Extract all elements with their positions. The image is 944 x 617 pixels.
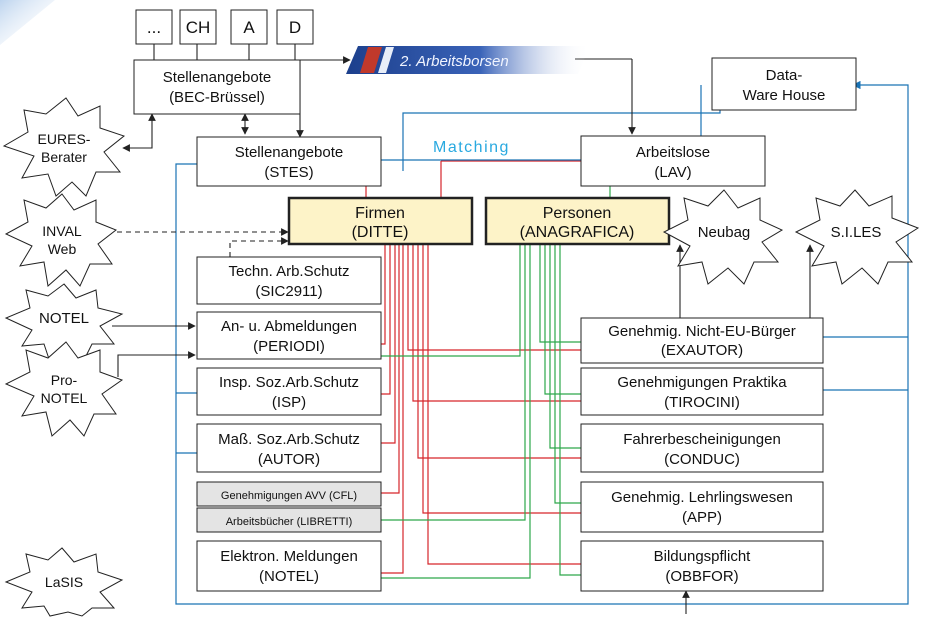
box-dots xyxy=(135,9,173,45)
app-line1: Genehmig. Lehrlingswesen xyxy=(611,489,793,506)
tirocini-line1: Genehmigungen Praktika xyxy=(617,374,787,391)
exautor-line2: (EXAUTOR) xyxy=(661,342,743,359)
sic-line1: Techn. Arb.Schutz xyxy=(229,263,350,280)
inval-star: INVAL Web xyxy=(4,193,117,287)
notel-line1: Elektron. Meldungen xyxy=(220,548,358,565)
anag-line1: Personen xyxy=(543,205,612,222)
exautor-line1: Genehmig. Nicht-EU-Bürger xyxy=(608,323,796,340)
lav-line2: (LAV) xyxy=(654,164,691,181)
label-a: A xyxy=(243,18,255,37)
app-box: Genehmig. Lehrlingswesen (APP) xyxy=(580,481,824,533)
libretti-label: Arbeitsbücher (LIBRETTI) xyxy=(226,516,353,528)
siles-star: S.I.LES xyxy=(794,189,920,285)
app-line2: (APP) xyxy=(682,509,722,526)
ditte-line1: Firmen xyxy=(355,205,405,222)
dwh-line2: Ware House xyxy=(743,87,826,104)
periodi-line1: An- u. Abmeldungen xyxy=(221,318,357,335)
box-d xyxy=(276,9,314,45)
bec-line2: (BEC-Brüssel) xyxy=(169,89,265,106)
matching-label: Matching xyxy=(433,139,510,156)
dwh-line1: Data- xyxy=(766,67,803,84)
firmen-ditte-box: Firmen (DITTE) xyxy=(287,196,474,246)
eures-line1: EURES- xyxy=(38,131,91,147)
anag-line2: (ANAGRAFICA) xyxy=(520,224,635,241)
corner-decoration xyxy=(0,0,55,45)
siles-label: S.I.LES xyxy=(831,224,882,241)
isp-line2: (ISP) xyxy=(272,394,306,411)
sic-line2: (SIC2911) xyxy=(255,283,322,300)
conduc-line2: (CONDUC) xyxy=(664,451,740,468)
tirocini-box: Genehmigungen Praktika (TIROCINI) xyxy=(580,367,824,416)
notel-box: Elektron. Meldungen (NOTEL) xyxy=(196,540,382,592)
autor-line2: (AUTOR) xyxy=(258,451,320,468)
anagrafica-links xyxy=(381,186,611,579)
cfl-label: Genehmigungen AVV (CFL) xyxy=(221,490,357,502)
obbfor-line1: Bildungspflicht xyxy=(654,548,752,565)
techn-arbschutz-box: Techn. Arb.Schutz (SIC2911) xyxy=(196,256,382,305)
stes-line2: (STES) xyxy=(264,164,313,181)
arbeitslose-lav-box: Arbeitslose (LAV) xyxy=(580,135,766,187)
eures-star: EURES- Berater xyxy=(2,97,126,197)
isp-line1: Insp. Soz.Arb.Schutz xyxy=(219,374,359,391)
stellenangebote-bec-box: Stellenangebote (BEC-Brüssel) xyxy=(133,59,301,115)
neubag-label: Neubag xyxy=(698,224,751,241)
lasis-star: LaSIS xyxy=(4,547,124,617)
eures-line2: Berater xyxy=(41,149,87,165)
conduc-box: Fahrerbescheinigungen (CONDUC) xyxy=(580,423,824,473)
datawarehouse-links xyxy=(175,80,909,605)
pronotel-star: Pro- NOTEL xyxy=(4,341,124,437)
label-ch: CH xyxy=(186,18,211,37)
notel-star-label: NOTEL xyxy=(39,310,89,327)
inval-line2: Web xyxy=(48,241,77,257)
conduc-line1: Fahrerbescheinigungen xyxy=(623,431,781,448)
data-warehouse-box: Data- Ware House xyxy=(711,57,857,111)
cfl-box: Genehmigungen AVV (CFL) xyxy=(196,481,382,507)
top-country-boxes: ... CH A D xyxy=(135,9,314,45)
box-a xyxy=(230,9,268,45)
periodi-box: An- u. Abmeldungen (PERIODI) xyxy=(196,311,382,360)
banner-text: 2. Arbeitsborsen xyxy=(399,53,509,70)
ditte-line2: (DITTE) xyxy=(352,224,409,241)
lasis-label: LaSIS xyxy=(45,574,83,590)
obbfor-box: Bildungspflicht (OBBFOR) xyxy=(580,540,824,592)
isp-box: Insp. Soz.Arb.Schutz (ISP) xyxy=(196,367,382,416)
pronotel-line2: NOTEL xyxy=(41,390,88,406)
stes-line1: Stellenangebote xyxy=(235,144,343,161)
autor-box: Maß. Soz.Arb.Schutz (AUTOR) xyxy=(196,423,382,473)
exautor-box: Genehmig. Nicht-EU-Bürger (EXAUTOR) xyxy=(580,317,824,364)
label-dots: ... xyxy=(147,18,161,37)
periodi-line2: (PERIODI) xyxy=(253,338,325,355)
libretti-box: Arbeitsbücher (LIBRETTI) xyxy=(196,507,382,533)
box-ch xyxy=(179,9,217,45)
obbfor-line2: (OBBFOR) xyxy=(665,568,738,585)
tirocini-line2: (TIROCINI) xyxy=(664,394,740,411)
arbeitsborsen-banner: 2. Arbeitsborsen xyxy=(346,46,590,74)
lav-line1: Arbeitslose xyxy=(636,144,710,161)
neubag-star: Neubag xyxy=(662,189,784,285)
personen-anagrafica-box: Personen (ANAGRAFICA) xyxy=(484,196,671,246)
label-d: D xyxy=(289,18,301,37)
notel-line2: (NOTEL) xyxy=(259,568,319,585)
inval-line1: INVAL xyxy=(42,223,82,239)
stellenangebote-stes-box: Stellenangebote (STES) xyxy=(196,136,382,187)
pronotel-line1: Pro- xyxy=(51,372,78,388)
bec-line1: Stellenangebote xyxy=(163,69,271,86)
autor-line1: Maß. Soz.Arb.Schutz xyxy=(218,431,360,448)
